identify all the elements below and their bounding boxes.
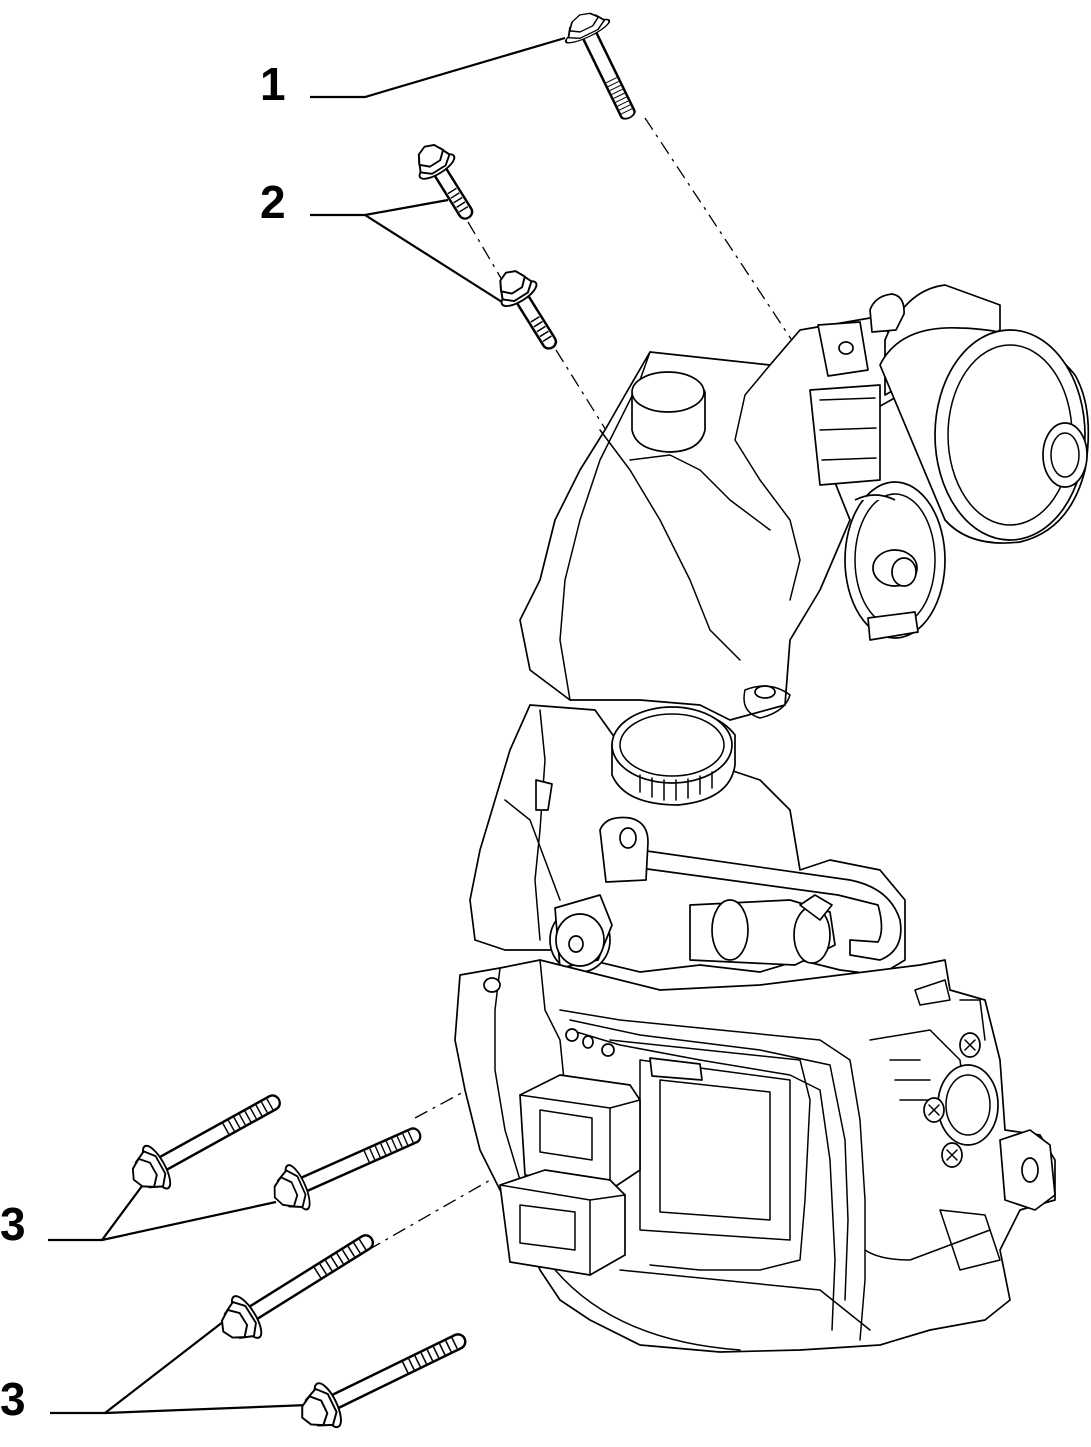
bolt-3-a <box>122 1082 285 1201</box>
leader-line-3a-2 <box>101 1200 277 1242</box>
leader-line-3a-1 <box>48 1185 143 1242</box>
callout-label-2: 2 <box>260 176 286 228</box>
connector-plug <box>499 1169 626 1276</box>
bolt-3-b <box>265 1114 424 1220</box>
bolt-3-c <box>211 1222 379 1352</box>
bolt-2-lower <box>489 262 566 352</box>
callout-2: 2 <box>260 176 503 303</box>
callout-label-1: 1 <box>260 58 286 110</box>
hydraulic-pipe <box>639 849 902 961</box>
bolt-1 <box>558 4 649 124</box>
callout-1: 1 <box>260 36 566 110</box>
callout-3a: 3 <box>0 1185 277 1250</box>
upper-housing <box>519 317 906 721</box>
leader-line-2a <box>310 198 449 217</box>
callout-label-3a: 3 <box>0 1198 26 1250</box>
leader-line-1 <box>310 36 566 99</box>
callout-label-3b: 3 <box>0 1373 26 1425</box>
bolt-3-d <box>292 1320 469 1439</box>
leader-line-2b <box>364 214 503 303</box>
bolt-2-upper <box>408 136 483 223</box>
gearbox-actuator-assembly <box>454 284 1090 1353</box>
callout-3b: 3 <box>0 1317 309 1425</box>
leader-line-3b-2 <box>104 1403 309 1415</box>
leader-line-3b-1 <box>50 1317 229 1415</box>
